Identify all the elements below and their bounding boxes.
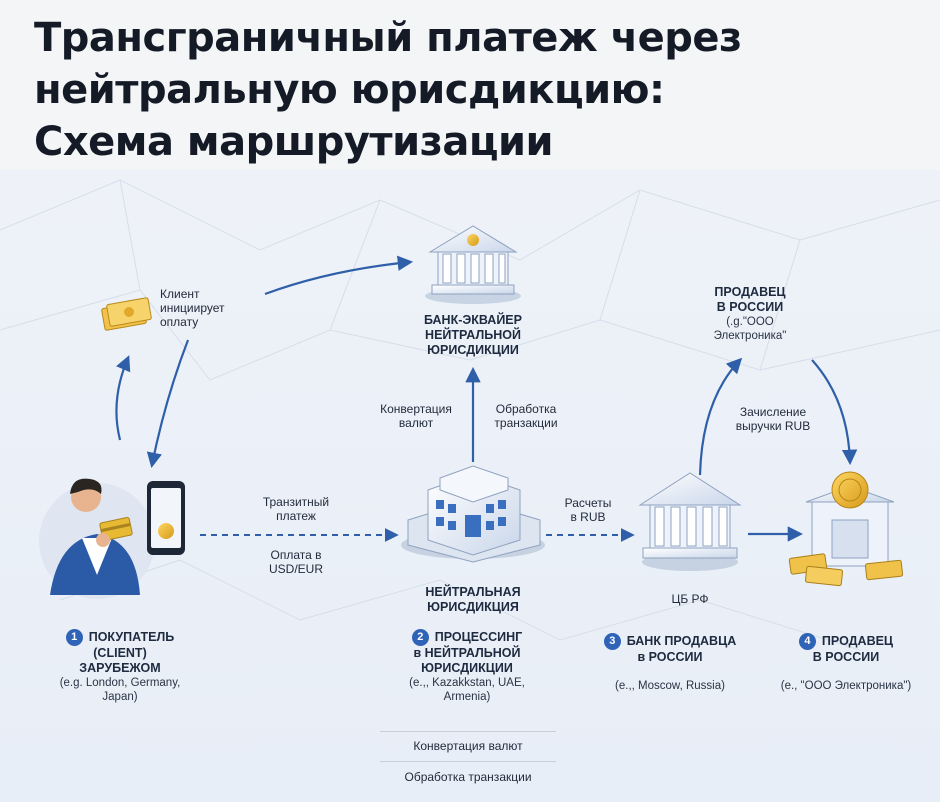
step-title: в НЕЙТРАЛЬНОЙ (413, 646, 521, 660)
step-2-processing: 2 ПРОЦЕССИНГ в НЕЙТРАЛЬНОЙ ЮРИСДИКЦИИ (e.… (372, 629, 562, 704)
step-number-badge: 3 (603, 633, 621, 650)
step-1-buyer: 1 ПОКУПАТЕЛЬ (CLIENT) ЗАРУБЕЖОМ (e.g. Lon… (30, 629, 210, 704)
revenue-credit-label: Зачисление выручки RUB (718, 405, 828, 433)
transaction-processing-label: Обработка транзакции (476, 402, 576, 430)
page-title: Трансграничный платеж через нейтральную … (34, 12, 742, 168)
label-line: Клиент (160, 287, 200, 301)
cash-icon (101, 297, 152, 331)
step-detail: (e.,, Moscow, Russia) (615, 680, 725, 692)
arrow-cb-to-seller (698, 357, 743, 476)
step-title: ПРОДАВЕЦ (821, 633, 894, 648)
step-detail: (e.g. London, Germany, (59, 677, 181, 689)
label-line: НЕЙТРАЛЬНАЯ (425, 585, 521, 599)
divider (380, 731, 556, 732)
seller-top-label: ПРОДАВЕЦ В РОССИИ (.g."ООО Электроника" (690, 285, 810, 343)
smartphone-icon (147, 481, 185, 555)
label-line: оплату (160, 315, 199, 329)
transit-payment-label: Транзитный платеж (236, 495, 356, 523)
step-number-badge: 4 (798, 633, 816, 650)
processing-note-conversion: Конвертация валют (413, 739, 523, 753)
client-avatar-icon (39, 478, 155, 599)
step-title: В РОССИИ (812, 650, 880, 664)
label-line: Оплата в (270, 548, 322, 562)
label-line: НЕЙТРАЛЬНОЙ (425, 328, 521, 342)
title-line-1: Трансграничный платеж через (34, 15, 742, 61)
step-detail: Japan) (102, 691, 138, 703)
bank-acquirer-label: БАНК-ЭКВАЙЕР НЕЙТРАЛЬНОЙ ЮРИСДИКЦИИ (405, 313, 541, 358)
label-line: валют (398, 416, 434, 430)
label-line: Электроника" (713, 330, 787, 342)
title-band (0, 0, 940, 170)
step-title: ПОКУПАТЕЛЬ (88, 629, 175, 644)
arrow-to-bank-acquirer (264, 255, 414, 296)
label-line: Конвертация (380, 402, 452, 416)
step-title: (CLIENT) (93, 646, 147, 660)
arrow-client-to-cash (115, 355, 131, 441)
title-line-3: Схема маршрутизации (34, 119, 554, 165)
label-line: USD/EUR (268, 562, 323, 576)
step-4-seller: 4 ПРОДАВЕЦ В РОССИИ (e., "ООО Электроника… (756, 633, 936, 693)
seller-store-icon (805, 471, 895, 567)
step-title: ПРОЦЕССИНГ (434, 629, 523, 644)
label-line: Расчеты (564, 496, 612, 510)
step-detail: (e., "ООО Электроника") (780, 680, 912, 692)
step-detail: (e.,, Kazakkstan, UAE, (409, 677, 525, 689)
processing-note-transaction: Обработка транзакции (404, 770, 532, 784)
label-line: ПРОДАВЕЦ (714, 285, 786, 299)
step-3-seller-bank: 3 БАНК ПРОДАВЦА в РОССИИ (e.,, Moscow, Ru… (585, 633, 755, 693)
client-initiates-label: Клиент инициирует оплату (160, 287, 225, 329)
label-line: транзакции (494, 416, 558, 430)
settlements-label: Расчеты в RUB (548, 496, 628, 524)
currency-conversion-label: Конвертация валют (366, 402, 466, 430)
step-title: ЮРИСДИКЦИИ (421, 661, 513, 675)
label-line: Зачисление (739, 405, 807, 419)
step-detail: Armenia) (443, 691, 491, 703)
payment-currency-label: Оплата в USD/EUR (236, 548, 356, 576)
label-line: В РОССИИ (716, 300, 784, 314)
bank-acquirer-icon (425, 225, 521, 304)
flow-arrows (115, 255, 858, 542)
step-number-badge: 2 (411, 629, 429, 646)
label-line: БАНК-ЭКВАЙЕР (424, 313, 522, 327)
money-stack-icon (788, 553, 904, 587)
central-bank-icon (638, 472, 742, 571)
step-title: в РОССИИ (637, 650, 703, 664)
step-title: БАНК ПРОДАВЦА (626, 633, 737, 648)
label-line: выручки RUB (735, 419, 811, 433)
step-title: ЗАРУБЕЖОМ (79, 661, 161, 675)
neutral-jurisdiction-label: НЕЙТРАЛЬНАЯ ЮРИСДИКЦИЯ (403, 585, 543, 615)
label-line: платеж (276, 509, 316, 523)
divider (380, 761, 556, 762)
neutral-jurisdiction-building-icon (401, 465, 545, 563)
label-line: Транзитный (262, 495, 330, 509)
label-line: ЮРИСДИКЦИИ (427, 343, 519, 357)
arrow-back-to-client (146, 339, 190, 469)
step-number-badge: 1 (65, 629, 83, 646)
label-line: ЮРИСДИКЦИЯ (427, 600, 519, 614)
label-line: в RUB (570, 510, 606, 524)
central-bank-label: ЦБ РФ (671, 592, 709, 606)
label-line: инициирует (160, 301, 225, 315)
label-line: Обработка (495, 402, 557, 416)
title-line-2: нейтральную юрисдикцию: (34, 67, 665, 113)
label-line: (.g."ООО (726, 316, 774, 328)
arrow-seller-to-store (811, 359, 858, 466)
